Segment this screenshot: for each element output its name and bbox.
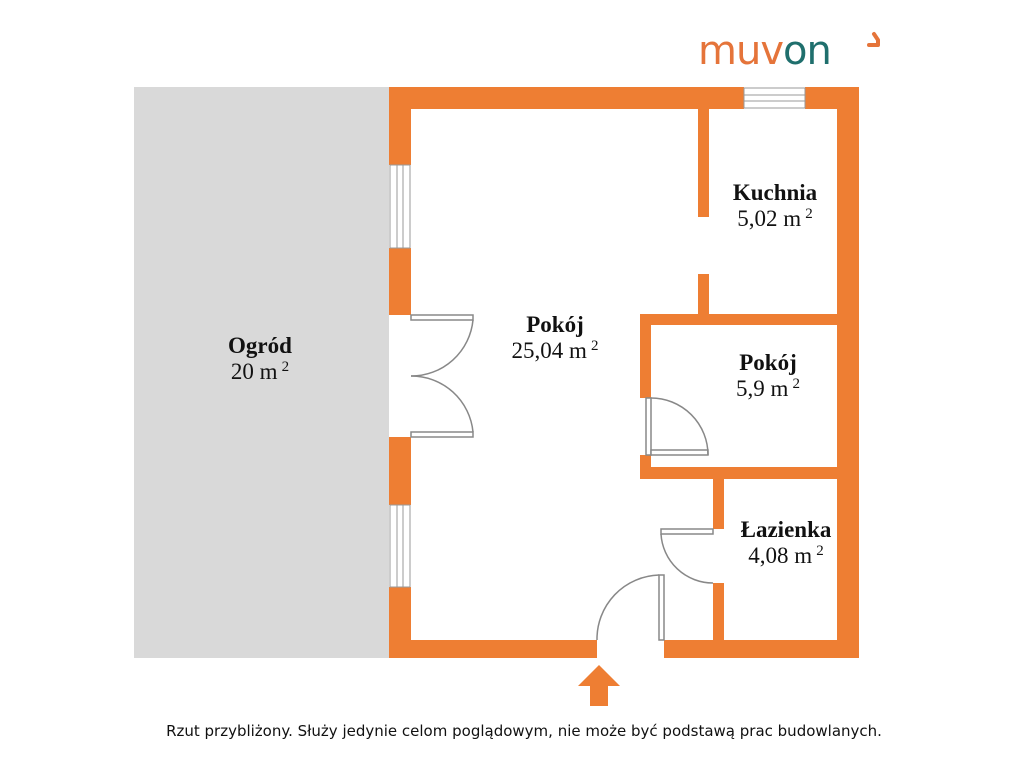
- interior-walls: [640, 109, 837, 640]
- balcony-door: [410, 314, 474, 438]
- room-name: Kuchnia: [732, 180, 818, 205]
- window-top: [743, 87, 806, 109]
- unit-exponent: 2: [805, 206, 813, 223]
- room-area: 4,08 m: [748, 543, 813, 569]
- room-name: Pokój: [739, 350, 797, 375]
- unit-exponent: 2: [792, 376, 800, 393]
- room-area: 20 m: [230, 359, 278, 385]
- unit-exponent: 2: [590, 338, 599, 355]
- windows: [389, 87, 806, 588]
- room-name: Pokój: [526, 312, 584, 337]
- window-left-lower: [389, 504, 411, 588]
- entrance-arrow-icon: [578, 665, 620, 706]
- window-left-upper: [389, 164, 411, 249]
- unit-exponent: 2: [281, 359, 290, 376]
- outer-walls: [389, 87, 859, 658]
- logo-part-on: on: [783, 28, 832, 74]
- disclaimer-text: Rzut przybliżony. Służy jedynie celom po…: [166, 722, 882, 740]
- room-name: Ogród: [228, 333, 292, 358]
- room-area: 5,02 m: [737, 206, 802, 232]
- bathroom-door: [660, 528, 714, 584]
- room-area: 25,04 m: [511, 338, 587, 364]
- room-area: 5,9 m: [736, 376, 789, 402]
- unit-exponent: 2: [816, 543, 824, 560]
- entrance-door: [596, 574, 665, 641]
- room-name: Łazienka: [740, 517, 832, 542]
- doors: [410, 314, 714, 641]
- room-door: [645, 397, 709, 456]
- logo-mark-icon: [867, 32, 880, 47]
- garden-area: [134, 87, 389, 658]
- logo: muvon: [698, 26, 832, 76]
- logo-part-muv: muv: [698, 28, 784, 74]
